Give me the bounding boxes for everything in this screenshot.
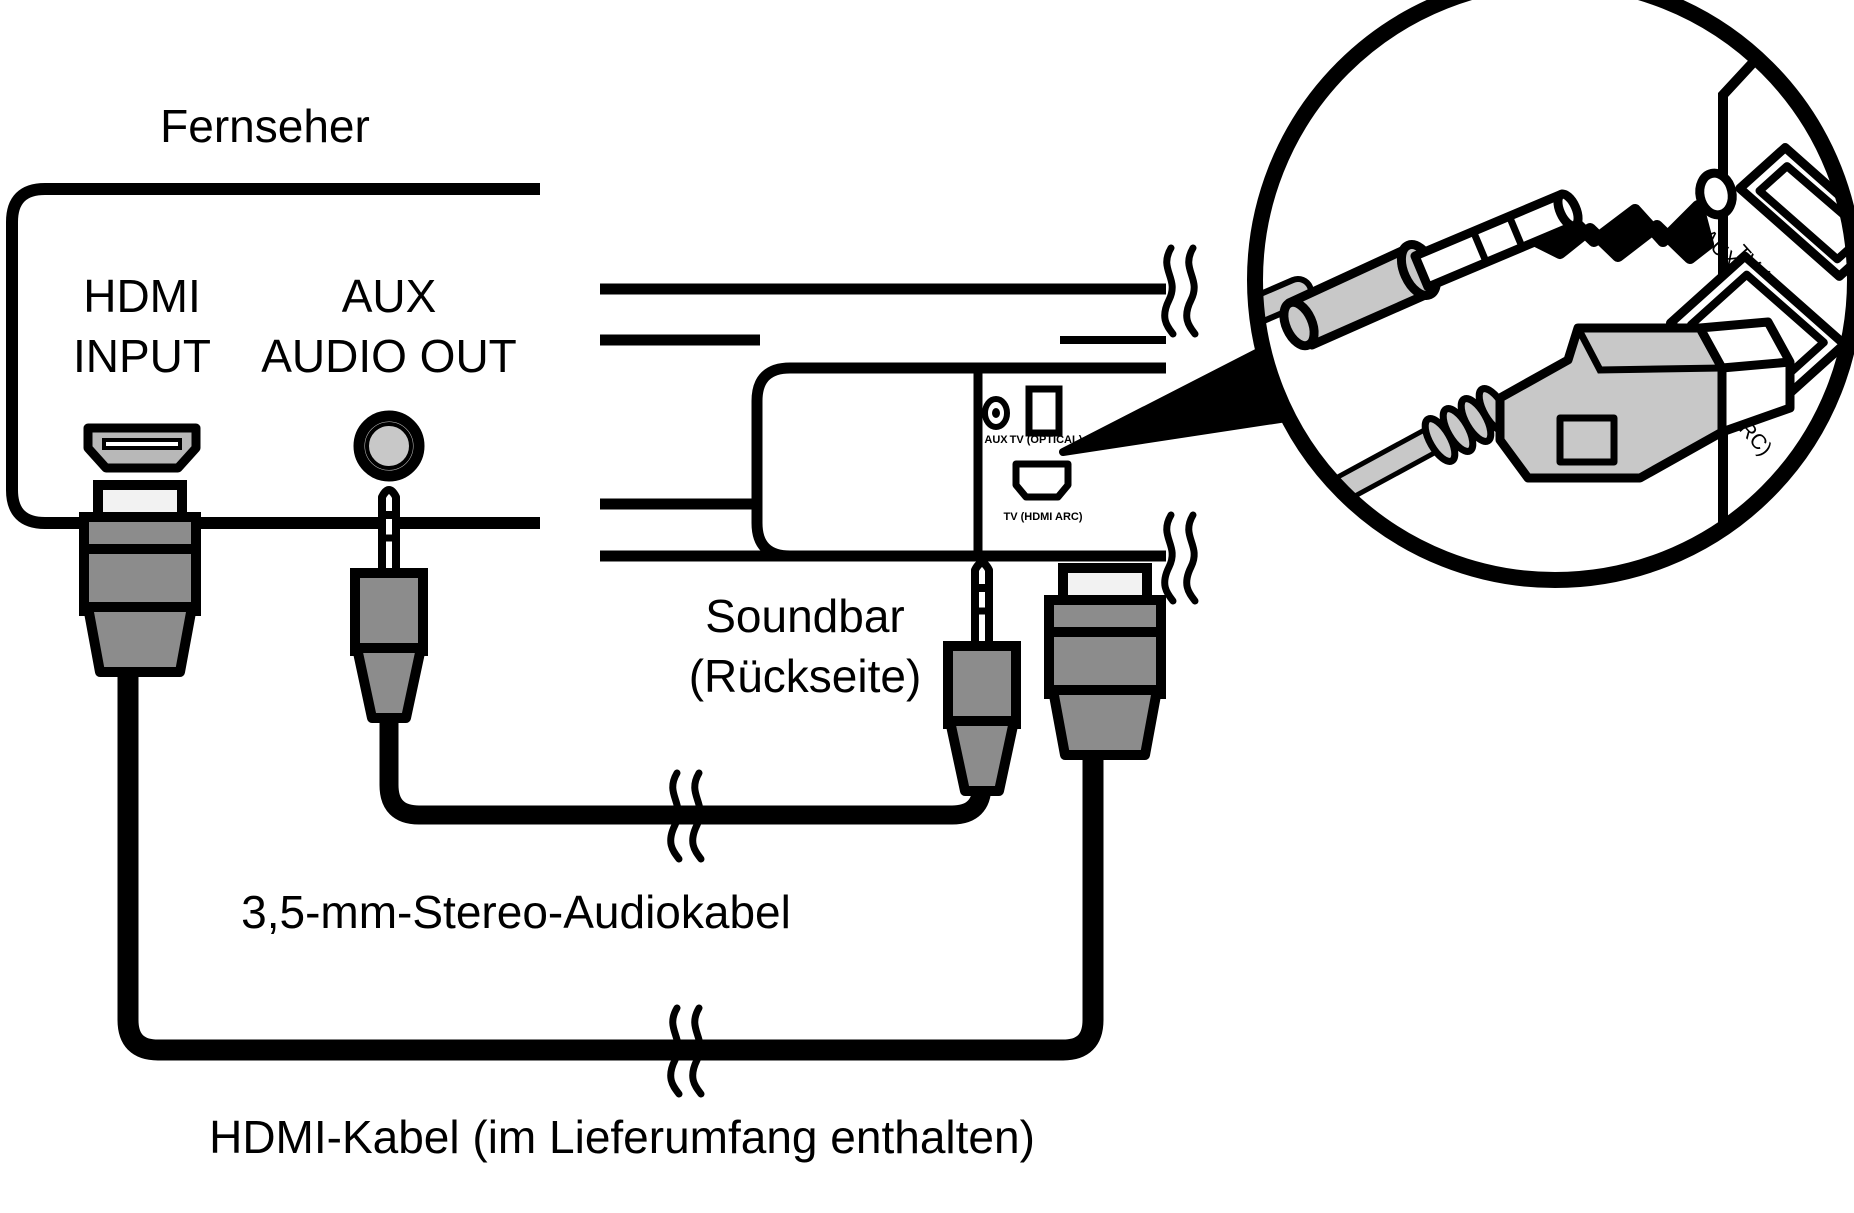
soundbar-title-line1: Soundbar bbox=[705, 590, 905, 642]
soundbar-back-panel bbox=[751, 362, 1166, 562]
soundbar-aux-plug bbox=[943, 559, 1021, 796]
soundbar-aux-socket-icon bbox=[982, 396, 1010, 430]
hdmi-cable-path bbox=[117, 600, 1104, 1061]
soundbar-aux-label: AUX bbox=[984, 434, 1008, 446]
tv-aux-plug bbox=[350, 486, 428, 723]
soundbar-title-line2: (Rückseite) bbox=[689, 650, 922, 702]
cable-group bbox=[117, 600, 1104, 1061]
soundbar-hdmi-socket-icon bbox=[1012, 460, 1072, 501]
magnifier-inset: AUX TV (OPTICAL) TV (HDMI ARC) bbox=[1247, 0, 1854, 588]
magnifier-outline bbox=[1247, 0, 1854, 588]
audio-cable-path bbox=[379, 600, 992, 825]
soundbar-optical-label: TV (OPTICAL) bbox=[1010, 434, 1083, 446]
tv-hdmi-socket-icon bbox=[83, 423, 201, 473]
tv-aux-socket-icon bbox=[353, 410, 425, 482]
caption-audio-cable: 3,5-mm-Stereo-Audiokabel bbox=[241, 886, 791, 938]
soundbar-hdmi-label: TV (HDMI ARC) bbox=[1003, 511, 1082, 523]
tv-device: Fernseher HDMI INPUT AUX AUDIO OUT bbox=[6, 100, 540, 529]
magnifier-contents: AUX TV (OPTICAL) TV (HDMI ARC) bbox=[1255, 35, 1854, 560]
inset-stereo-jack-plug bbox=[1255, 189, 1583, 351]
caption-hdmi-cable: HDMI-Kabel (im Lieferumfang enthalten) bbox=[209, 1111, 1035, 1163]
soundbar-optical-socket-icon bbox=[1025, 385, 1063, 437]
tv-hdmi-plug bbox=[79, 480, 201, 677]
tv-aux-label-line1: AUX bbox=[342, 270, 437, 322]
soundbar-hdmi-plug bbox=[1044, 563, 1166, 760]
tv-hdmi-label-line1: HDMI bbox=[83, 270, 201, 322]
tv-hdmi-label-line2: INPUT bbox=[73, 330, 211, 382]
tv-aux-label-line2: AUDIO OUT bbox=[261, 330, 517, 382]
inset-hdmi-plug bbox=[1325, 317, 1795, 505]
soundbar-device: AUX TV (OPTICAL) TV (HDMI ARC) Soundbar … bbox=[600, 283, 1166, 702]
inset-aux-socket-icon bbox=[1695, 168, 1737, 220]
tv-title: Fernseher bbox=[160, 100, 370, 152]
